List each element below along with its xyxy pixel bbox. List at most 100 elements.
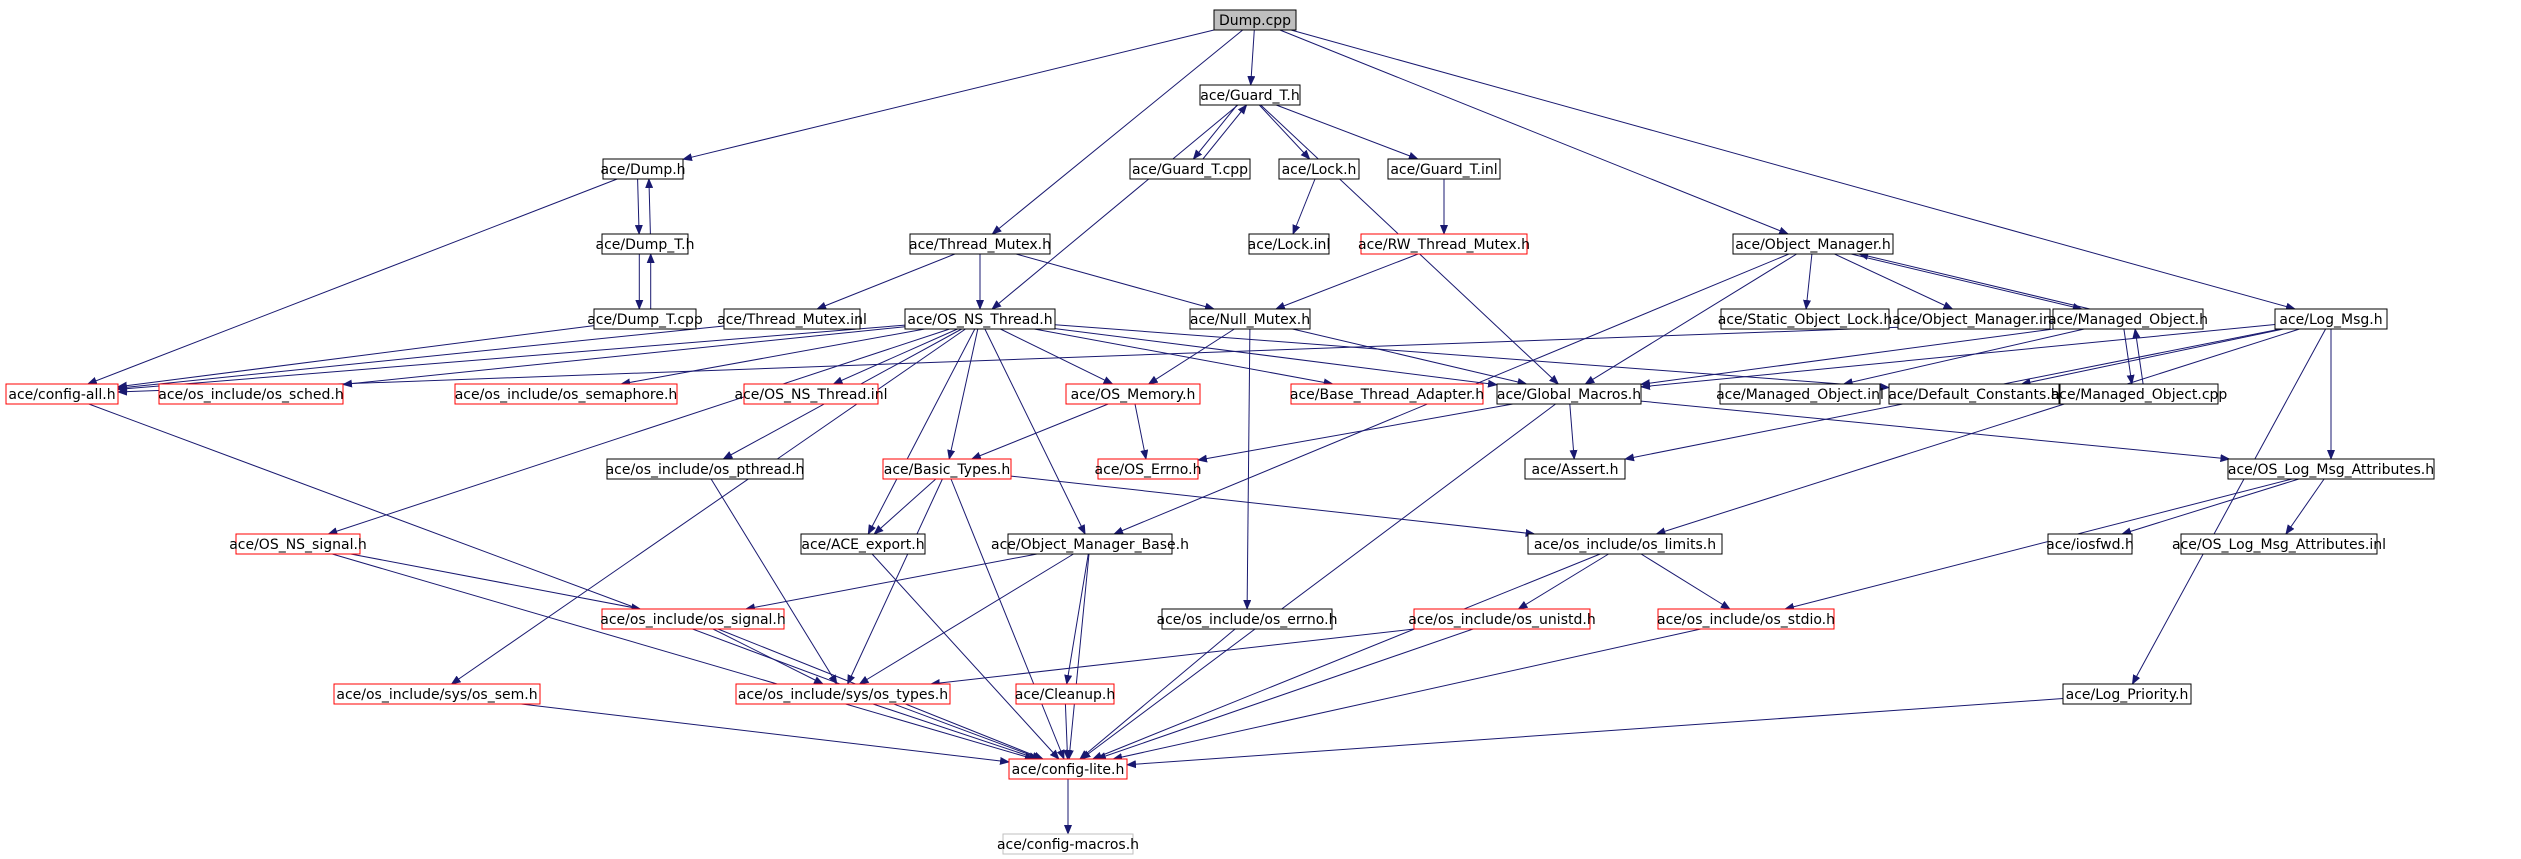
node-dump-t-cpp[interactable]: ace/Dump_T.cpp <box>587 308 703 330</box>
node-dump-h[interactable]: ace/Dump.h <box>600 158 686 180</box>
node-box <box>333 683 541 705</box>
node-guard-t-h[interactable]: ace/Guard_T.h <box>1199 84 1301 106</box>
node-box <box>904 308 1056 330</box>
node-box <box>1002 833 1134 855</box>
node-object-manager-base-h[interactable]: ace/Object_Manager_Base.h <box>991 533 1189 555</box>
node-box <box>1496 383 1642 405</box>
node-os-ns-thread-h[interactable]: ace/OS_NS_Thread.h <box>904 308 1056 330</box>
node-guard-t-cpp[interactable]: ace/Guard_T.cpp <box>1129 158 1251 180</box>
node-dump-cpp[interactable]: Dump.cpp <box>1213 9 1297 31</box>
edge-os_ns_thread_h-to-object_manager_base_h <box>984 328 1086 535</box>
edge-managed_object_h-to-managed_object_inl <box>1842 328 2085 386</box>
node-box <box>2274 308 2388 330</box>
edge-lock_h-to-lock_inl <box>1292 178 1316 235</box>
edge-log_priority_h-to-config_lite_h <box>1126 698 2064 769</box>
node-lock-inl[interactable]: ace/Lock.inl <box>1248 233 1331 255</box>
node-box <box>1527 533 1723 555</box>
node-managed-object-inl[interactable]: ace/Managed_Object.inl <box>1716 383 1884 405</box>
node-os-sched-h[interactable]: ace/os_include/os_sched.h <box>158 383 344 405</box>
node-label: ace/os_include/os_sched.h <box>158 387 343 403</box>
node-base-thread-adapter-h[interactable]: ace/Base_Thread_Adapter.h <box>1290 383 1484 405</box>
node-label: ace/OS_Memory.h <box>1071 387 1196 403</box>
node-os-pthread-h[interactable]: ace/os_include/os_pthread.h <box>606 458 805 480</box>
node-rw-thread-mutex-h[interactable]: ace/RW_Thread_Mutex.h <box>1358 233 1530 255</box>
edge-os_ns_thread_h-to-os_ns_signal_h <box>327 328 950 535</box>
node-os-types-h[interactable]: ace/os_include/sys/os_types.h <box>735 683 951 705</box>
node-os-ns-thread-inl[interactable]: ace/OS_NS_Thread.inl <box>735 383 888 405</box>
node-ace-export-h[interactable]: ace/ACE_export.h <box>800 533 926 555</box>
node-box <box>743 383 879 405</box>
node-label: ace/OS_Log_Msg_Attributes.inl <box>2172 537 2386 553</box>
node-box <box>882 458 1012 480</box>
edge-guard_t_cpp-to-guard_t_h <box>1202 104 1248 160</box>
node-thread-mutex-inl[interactable]: ace/Thread_Mutex.inl <box>717 308 867 330</box>
node-os-sem-h[interactable]: ace/os_include/sys/os_sem.h <box>333 683 541 705</box>
node-basic-types-h[interactable]: ace/Basic_Types.h <box>882 458 1012 480</box>
node-null-mutex-h[interactable]: ace/Null_Mutex.h <box>1189 308 1311 330</box>
node-managed-object-cpp[interactable]: ace/Managed_Object.cpp <box>2051 383 2228 405</box>
node-label: ace/Object_Manager.inl <box>1892 312 2055 328</box>
node-label: ace/Default_Constants.h <box>1888 387 2059 403</box>
edge-os_log_msg_attributes_h-to-iosfwd_h <box>2121 478 2300 536</box>
node-os-stdio-h[interactable]: ace/os_include/os_stdio.h <box>1657 608 1835 630</box>
node-box <box>1290 383 1484 405</box>
node-iosfwd-h[interactable]: ace/iosfwd.h <box>2046 533 2134 555</box>
node-label: ace/os_include/os_stdio.h <box>1657 612 1835 628</box>
edge-object_manager_h-to-managed_object_h <box>1850 253 2083 311</box>
node-thread-mutex-h[interactable]: ace/Thread_Mutex.h <box>909 233 1051 255</box>
node-config-lite-h[interactable]: ace/config-lite.h <box>1008 758 1128 780</box>
node-global-macros-h[interactable]: ace/Global_Macros.h <box>1496 383 1642 405</box>
node-os-signal-h[interactable]: ace/os_include/os_signal.h <box>600 608 786 630</box>
node-label: ace/Dump_T.cpp <box>587 312 703 328</box>
node-box <box>1065 383 1201 405</box>
node-os-errno-cap-h[interactable]: ace/OS_Errno.h <box>1095 458 1202 480</box>
edge-os_ns_signal_h-to-os_signal_h <box>350 553 642 612</box>
edge-object_manager_h-to-object_manager_inl <box>1834 253 1954 310</box>
node-log-msg-h[interactable]: ace/Log_Msg.h <box>2274 308 2388 330</box>
node-label: ace/config-all.h <box>8 387 115 403</box>
node-static-object-lock-h[interactable]: ace/Static_Object_Lock.h <box>1718 308 1892 330</box>
node-os-unistd-h[interactable]: ace/os_include/os_unistd.h <box>1408 608 1596 630</box>
node-label: ace/os_include/sys/os_types.h <box>738 687 948 703</box>
edge-log_msg_h-to-log_priority_h <box>2131 328 2327 685</box>
node-os-log-msg-attributes-h[interactable]: ace/OS_Log_Msg_Attributes.h <box>2227 458 2435 480</box>
node-label: ace/Guard_T.inl <box>1390 162 1497 178</box>
node-cleanup-h[interactable]: ace/Cleanup.h <box>1015 683 1115 705</box>
node-label: ace/config-macros.h <box>997 837 1139 853</box>
node-label: ace/Dump_T.h <box>596 237 695 253</box>
edge-os_limits_h-to-config_lite_h <box>1091 553 1601 760</box>
node-box <box>1129 158 1251 180</box>
node-object-manager-inl[interactable]: ace/Object_Manager.inl <box>1892 308 2056 330</box>
edge-managed_object_h-to-config_all_h <box>117 321 2054 396</box>
node-label: ace/os_include/os_errno.h <box>1157 612 1338 628</box>
node-os-log-msg-attributes-inl[interactable]: ace/OS_Log_Msg_Attributes.inl <box>2172 533 2386 555</box>
node-box <box>454 383 678 405</box>
node-object-manager-h[interactable]: ace/Object_Manager.h <box>1732 233 1894 255</box>
node-box <box>1888 383 2060 405</box>
node-label: ace/Guard_T.h <box>1200 88 1300 104</box>
node-os-limits-h[interactable]: ace/os_include/os_limits.h <box>1527 533 1723 555</box>
node-os-errno-h[interactable]: ace/os_include/os_errno.h <box>1157 608 1338 630</box>
edge-managed_object_h-to-managed_object_cpp <box>2123 328 2135 385</box>
node-dump-t-h[interactable]: ace/Dump_T.h <box>596 233 695 255</box>
node-lock-h[interactable]: ace/Lock.h <box>1278 158 1360 180</box>
node-config-all-h[interactable]: ace/config-all.h <box>5 383 119 405</box>
node-default-constants-h[interactable]: ace/Default_Constants.h <box>1888 383 2060 405</box>
node-managed-object-h[interactable]: ace/Managed_Object.h <box>2048 308 2208 330</box>
node-os-ns-signal-h[interactable]: ace/OS_NS_signal.h <box>229 533 367 555</box>
edge-os_ns_thread_h-to-config_all_h <box>117 324 906 393</box>
node-guard-t-inl[interactable]: ace/Guard_T.inl <box>1387 158 1501 180</box>
node-label: ace/Managed_Object.inl <box>1716 387 1884 403</box>
node-assert-h[interactable]: ace/Assert.h <box>1524 458 1626 480</box>
node-label: ace/os_include/os_pthread.h <box>606 462 805 478</box>
edge-os_pthread_h-to-os_types_h <box>710 478 838 685</box>
edge-null_mutex_h-to-os_errno_h <box>1243 328 1252 610</box>
node-config-macros-h[interactable]: ace/config-macros.h <box>997 833 1139 855</box>
node-log-priority-h[interactable]: ace/Log_Priority.h <box>2062 683 2192 705</box>
node-os-memory-h[interactable]: ace/OS_Memory.h <box>1065 383 1201 405</box>
node-os-semaphore-h[interactable]: ace/os_include/os_semaphore.h <box>454 383 678 405</box>
node-label: ace/Null_Mutex.h <box>1190 312 1310 328</box>
edge-managed_object_h-to-global_macros_h <box>1640 328 2054 388</box>
node-label: ace/Global_Macros.h <box>1497 387 1641 403</box>
edge-object_manager_h-to-global_macros_h <box>1584 253 1797 385</box>
